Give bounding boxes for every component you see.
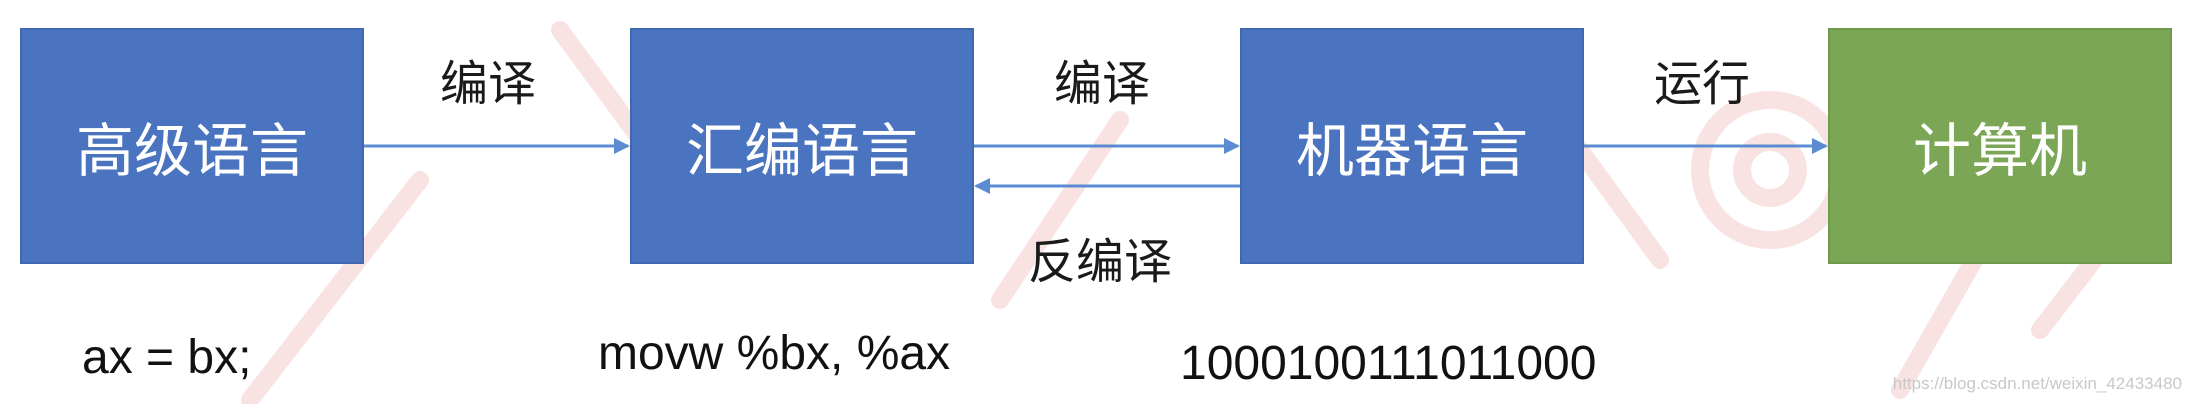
compile-label-1: 编译	[440, 56, 537, 112]
computer-label: 计算机	[1912, 117, 2087, 185]
watermark-url: https://blog.csdn.net/weixin_42433480	[1892, 374, 2182, 393]
assembly-example: movw %bx, %ax	[598, 327, 951, 380]
assembly-language-label: 汇编语言	[685, 117, 918, 185]
high-level-language-box: 高级语言	[20, 28, 364, 264]
machine-language-label: 机器语言	[1295, 117, 1528, 185]
high-level-example: ax = bx;	[82, 331, 252, 384]
machine-code-example: 1000100111011000	[1180, 337, 1597, 390]
decompile-label: 反编译	[1028, 234, 1173, 290]
compile-label-2: 编译	[1054, 56, 1151, 112]
assembly-language-box: 汇编语言	[630, 28, 974, 264]
computer-box: 计算机	[1828, 28, 2172, 264]
run-label: 运行	[1654, 56, 1751, 112]
high-level-language-label: 高级语言	[75, 117, 308, 185]
machine-language-box: 机器语言	[1240, 28, 1584, 264]
